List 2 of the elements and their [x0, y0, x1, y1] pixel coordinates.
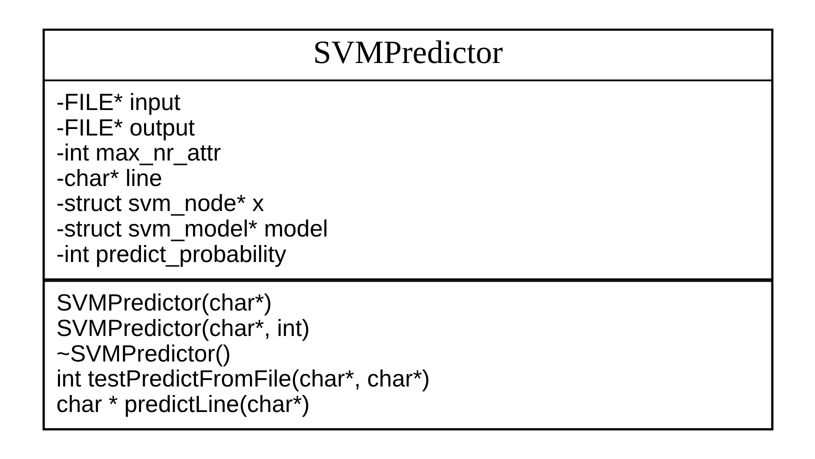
node-box: -FILE* input -FILE* output -int max_nr_attr -char* line -struct svm_node* x -struct svm_model* model -int predict_probability: [42, 79, 773, 280]
node-box: SVMPredictor(char*) SVMPredictor(char*, int) ~SVMPredictor() int testPredictFromFile(char*, char*) char * predictLine(char*): [42, 280, 773, 430]
